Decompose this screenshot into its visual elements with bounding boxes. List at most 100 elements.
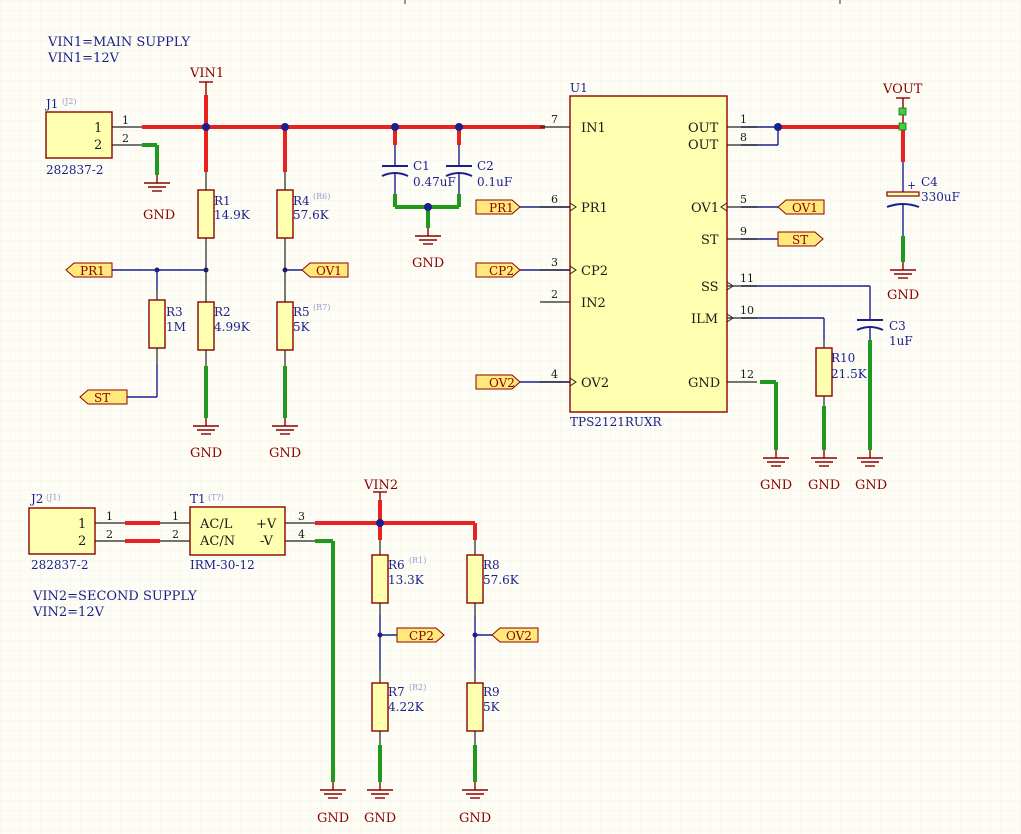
vin2-power-flag: VIN2 bbox=[363, 478, 398, 500]
svg-text:OV2: OV2 bbox=[506, 629, 532, 643]
gnd-symbol-t1: GND bbox=[317, 781, 349, 826]
resistor-r7[interactable]: R7 (R2) 4.22K bbox=[371, 670, 426, 745]
svg-text:C3: C3 bbox=[889, 319, 906, 333]
resistor-r3[interactable]: R3 1M bbox=[148, 290, 186, 365]
resistor-r4[interactable]: R4 (R6) 57.6K bbox=[276, 172, 330, 270]
svg-text:12: 12 bbox=[740, 368, 754, 381]
svg-text:2: 2 bbox=[172, 528, 179, 541]
svg-text:6: 6 bbox=[551, 193, 558, 206]
svg-text:IN1: IN1 bbox=[581, 121, 606, 136]
svg-text:57.6K: 57.6K bbox=[293, 208, 330, 222]
gnd-symbol-c4: GND bbox=[887, 261, 919, 303]
svg-text:(R6): (R6) bbox=[313, 192, 330, 201]
svg-text:14.9K: 14.9K bbox=[214, 208, 251, 222]
resistor-r5[interactable]: R5 (R7) 5K bbox=[276, 270, 330, 366]
resistor-r6[interactable]: R6 (R1) 13.3K bbox=[371, 540, 426, 615]
gnd-symbol-r10: GND bbox=[808, 449, 840, 493]
u1-part-number: TPS2121RUXR bbox=[570, 415, 663, 429]
ic-u1[interactable]: U1 TPS2121RUXR IN1 PR1 CP2 IN2 OV2 OUT O… bbox=[551, 81, 754, 429]
port-ov2-ic[interactable]: OV2 bbox=[475, 374, 521, 390]
svg-text:OV1: OV1 bbox=[691, 201, 719, 216]
svg-text:PR1: PR1 bbox=[489, 201, 514, 215]
gnd-net-wires bbox=[142, 143, 905, 782]
svg-text:(R1): (R1) bbox=[409, 556, 426, 565]
port-cp2-r6[interactable]: CP2 bbox=[396, 627, 445, 643]
svg-text:J1: J1 bbox=[44, 97, 58, 111]
port-ov2-r8[interactable]: OV2 bbox=[491, 627, 539, 643]
port-st-ic[interactable]: ST bbox=[777, 231, 824, 247]
svg-text:4: 4 bbox=[298, 528, 305, 541]
note-second-supply: VIN2=SECOND SUPPLY bbox=[32, 589, 197, 604]
svg-text:GND: GND bbox=[269, 446, 301, 461]
gnd-symbol-j1: GND bbox=[143, 174, 175, 223]
svg-text:2: 2 bbox=[78, 534, 86, 549]
note-main-supply: VIN1=MAIN SUPPLY bbox=[47, 35, 191, 50]
svg-text:GND: GND bbox=[459, 811, 491, 826]
capacitor-c2[interactable]: C2 0.1uF bbox=[445, 145, 512, 194]
resistor-r9[interactable]: R9 5K bbox=[466, 670, 501, 745]
capacitor-c3[interactable]: C3 1uF bbox=[856, 305, 913, 348]
svg-text:GND: GND bbox=[887, 288, 919, 303]
svg-text:0.47uF: 0.47uF bbox=[413, 175, 456, 189]
svg-text:3: 3 bbox=[298, 510, 305, 523]
svg-text:1: 1 bbox=[78, 517, 86, 532]
svg-text:OV1: OV1 bbox=[316, 264, 342, 278]
svg-text:CP2: CP2 bbox=[581, 264, 608, 279]
capacitor-c4[interactable]: + C4 330uF bbox=[886, 162, 960, 236]
svg-text:GND: GND bbox=[688, 376, 720, 391]
connector-j2[interactable]: J2 (J1) 1 2 1 2 282837-2 bbox=[28, 492, 113, 572]
svg-text:R8: R8 bbox=[483, 558, 500, 572]
resistor-r2[interactable]: R2 4.99K bbox=[197, 270, 251, 366]
svg-text:21.5K: 21.5K bbox=[831, 367, 868, 381]
port-ov1-r4[interactable]: OV1 bbox=[301, 262, 349, 278]
resistor-r10[interactable]: R10 21.5K bbox=[815, 340, 868, 406]
svg-text:330uF: 330uF bbox=[921, 190, 960, 204]
port-cp2-ic[interactable]: CP2 bbox=[475, 262, 521, 278]
pin-stubs bbox=[95, 126, 757, 542]
svg-text:PR1: PR1 bbox=[80, 264, 105, 278]
gnd-symbol-c1c2: GND bbox=[412, 227, 444, 271]
svg-text:4: 4 bbox=[551, 368, 558, 381]
svg-text:11: 11 bbox=[740, 272, 754, 285]
gnd-symbol-r5: GND bbox=[269, 417, 301, 461]
svg-text:R3: R3 bbox=[166, 305, 183, 319]
port-pr1-ic[interactable]: PR1 bbox=[475, 199, 521, 215]
svg-text:+V: +V bbox=[256, 517, 277, 532]
svg-text:R6: R6 bbox=[388, 558, 405, 572]
vout-net-wires bbox=[778, 125, 905, 162]
vout-label: VOUT bbox=[882, 82, 923, 97]
capacitor-c1[interactable]: C1 0.47uF bbox=[381, 145, 456, 194]
port-st-left[interactable]: ST bbox=[79, 389, 128, 405]
svg-text:2: 2 bbox=[122, 132, 129, 145]
svg-text:GND: GND bbox=[808, 478, 840, 493]
svg-text:2: 2 bbox=[551, 288, 558, 301]
svg-text:GND: GND bbox=[190, 446, 222, 461]
svg-text:0.1uF: 0.1uF bbox=[477, 175, 512, 189]
c4-polarity-mark: + bbox=[907, 179, 916, 192]
svg-text:GND: GND bbox=[760, 478, 792, 493]
svg-text:1uF: 1uF bbox=[889, 334, 913, 348]
svg-text:3: 3 bbox=[551, 256, 558, 269]
vin1-power-flag: VIN1 bbox=[189, 66, 224, 95]
svg-text:R4: R4 bbox=[293, 194, 310, 208]
svg-text:57.6K: 57.6K bbox=[483, 573, 520, 587]
svg-text:1: 1 bbox=[740, 113, 747, 126]
port-ov1-ic[interactable]: OV1 bbox=[777, 199, 825, 215]
junction-dots bbox=[154, 123, 782, 638]
resistor-r1[interactable]: R1 14.9K bbox=[197, 172, 251, 270]
note-second-voltage: VIN2=12V bbox=[32, 605, 105, 620]
resistor-r8[interactable]: R8 57.6K bbox=[466, 540, 520, 615]
power-module-t1[interactable]: T1 (T?) AC/L AC/N +V -V 1 2 3 4 IRM-30-1… bbox=[172, 492, 305, 572]
svg-text:U1: U1 bbox=[570, 81, 588, 95]
svg-text:GND: GND bbox=[143, 208, 175, 223]
svg-text:C4: C4 bbox=[921, 175, 938, 189]
connector-j1[interactable]: J1 (J2) 1 2 1 2 282837-2 bbox=[44, 97, 129, 177]
svg-text:J2: J2 bbox=[29, 492, 43, 506]
svg-text:R7: R7 bbox=[388, 685, 405, 699]
gnd-symbol-c3: GND bbox=[855, 449, 887, 493]
svg-text:AC/N: AC/N bbox=[199, 534, 235, 549]
svg-text:C1: C1 bbox=[413, 159, 430, 173]
svg-text:OV2: OV2 bbox=[581, 376, 609, 391]
port-pr1-left[interactable]: PR1 bbox=[65, 262, 113, 278]
